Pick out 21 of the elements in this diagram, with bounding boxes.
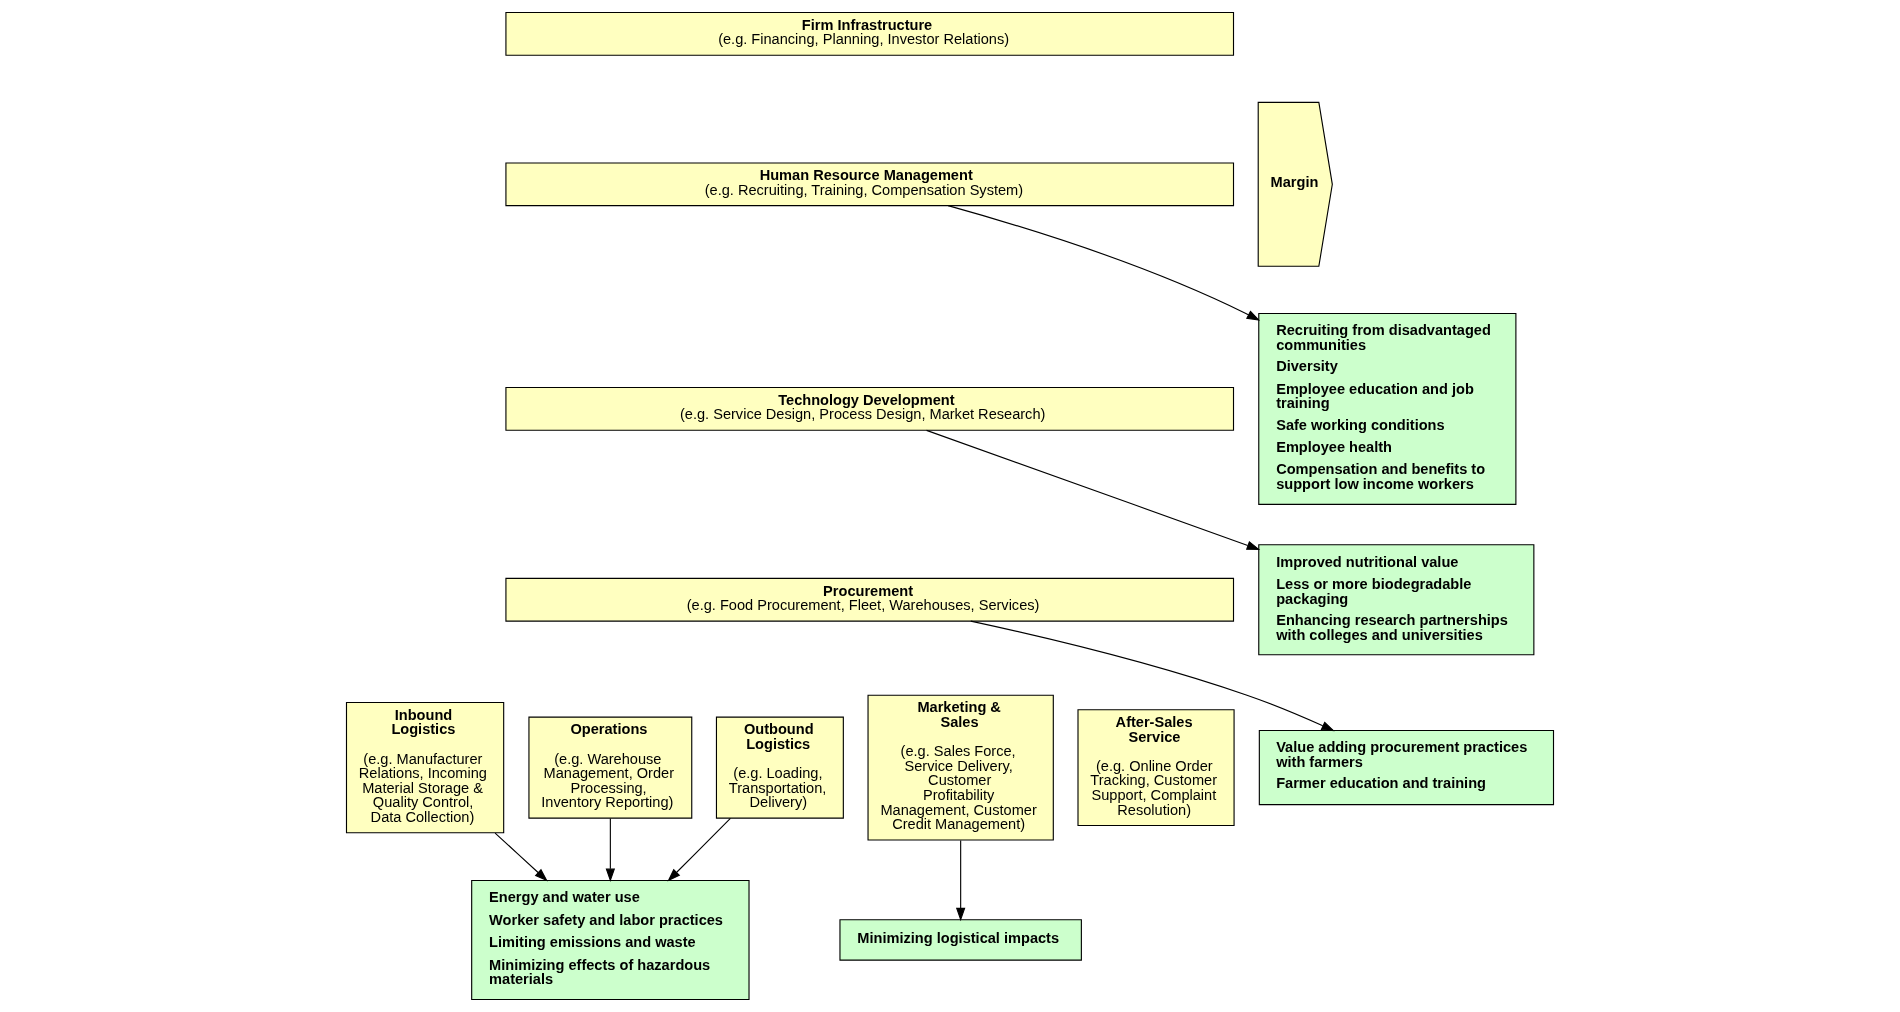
arrow (970, 620, 1335, 732)
arrow (947, 205, 1261, 321)
node-box: Inbound Logistics (e.g. Manufacturer Relations, Incoming Material Storage & Quality Control, Data Collection) (345, 701, 505, 834)
node-box: Operations (e.g. Warehouse Management, Order Processing, Inventory Reporting) (528, 716, 693, 819)
arrow (955, 839, 966, 922)
arrow (926, 429, 1261, 550)
node-box: Outbound Logistics (e.g. Loading, Transportation, Delivery) (715, 716, 844, 819)
node-box: Value adding procurement practices with farmers Farmer education and training (1258, 730, 1555, 806)
node-box: Marketing & Sales (e.g. Sales Force, Service Delivery, Customer Profitability Management, Customer Credit Management) (867, 694, 1054, 841)
node-box: After-Sales Service (e.g. Online Order Tracking, Customer Support, Complaint Resolution) (1077, 709, 1235, 826)
node-box: Improved nutritional value Less or more biodegradable packaging Enhancing research partnerships with colleges and universities (1258, 544, 1535, 656)
node-box: Technology Development (e.g. Service Design, Process Design, Market Research) (505, 387, 1235, 431)
arrow (494, 832, 548, 882)
arrow (605, 817, 616, 883)
node-box: Energy and water use Worker safety and labor practices Limiting emissions and waste Minimizing effects of hazardous materials (471, 879, 750, 1001)
node-box: Minimizing logistical impacts (839, 919, 1082, 961)
arrow (667, 817, 731, 882)
node-box: Firm Infrastructure (e.g. Financing, Planning, Investor Relations) (505, 11, 1235, 56)
node-box: Human Resource Management (e.g. Recruiting, Training, Compensation System) (505, 162, 1235, 207)
node-box: Recruiting from disadvantaged communities Diversity Employee education and job training Safe working conditions Employee health Compensation and benefits to support low income workers (1258, 312, 1517, 505)
node-box: Procurement (e.g. Food Procurement, Fleet, Warehouses, Services) (505, 577, 1235, 622)
